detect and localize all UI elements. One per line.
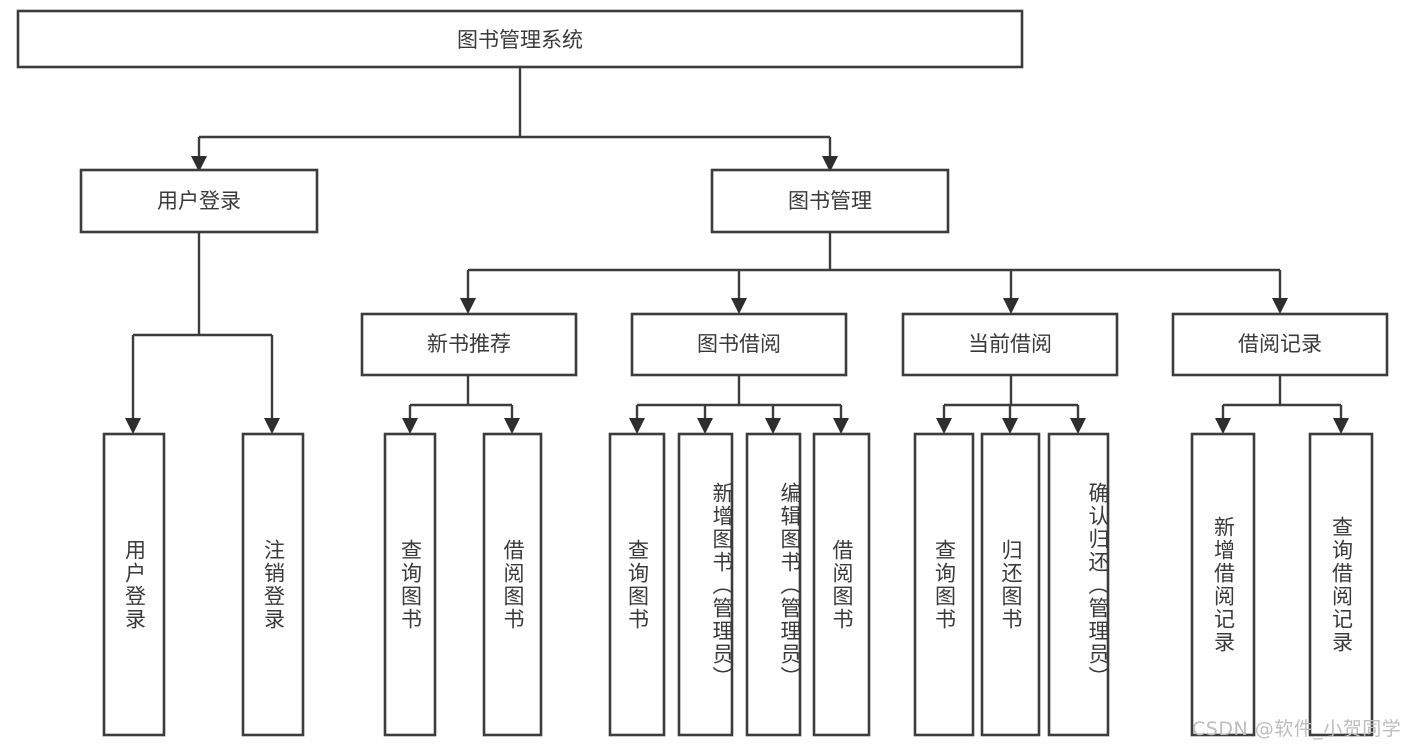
node-login[interactable]: 用户登录 (79, 168, 319, 234)
arrow-head-borrow (731, 298, 747, 314)
node-leaf13-box[interactable] (1308, 432, 1374, 737)
arrow-head-leaf3 (402, 418, 418, 434)
node-bookmgmt[interactable]: 图书管理 (710, 168, 950, 234)
arrow-head-leaf13 (1333, 418, 1349, 434)
node-leaf10-box[interactable] (980, 432, 1041, 737)
node-current-label: 当前借阅 (968, 332, 1052, 356)
arrow-head-bookmgmt (822, 156, 838, 172)
arrow-head-leaf5 (629, 418, 645, 434)
watermark-text: CSDN @软件_小贺同学 (1192, 718, 1402, 740)
connector-layer (125, 67, 1349, 434)
node-leaf11-box[interactable] (1047, 432, 1110, 737)
node-borrow-box[interactable] (630, 312, 848, 377)
node-newbook-box[interactable] (360, 312, 578, 377)
node-leaf4-box[interactable] (482, 432, 543, 737)
node-leaf7-box[interactable] (745, 432, 802, 737)
arrow-head-leaf4 (504, 418, 520, 434)
node-leaf1-box[interactable] (102, 432, 166, 737)
node-login-box[interactable] (79, 168, 319, 234)
arrow-head-newbook (460, 298, 476, 314)
arrow-head-leaf6 (697, 418, 713, 434)
node-leaf12-box[interactable] (1190, 432, 1256, 737)
node-layer: 图书管理系统 用户登录 图书管理 新书推荐 图书借阅 当前 (16, 9, 1389, 737)
node-borrow[interactable]: 图书借阅 (630, 312, 848, 377)
node-newbook-label: 新书推荐 (427, 332, 511, 356)
node-leaf5-box[interactable] (608, 432, 666, 737)
node-login-label: 用户登录 (157, 189, 241, 213)
arrow-head-login (191, 156, 207, 172)
node-root-label: 图书管理系统 (457, 28, 583, 52)
node-root[interactable]: 图书管理系统 (16, 9, 1024, 69)
arrow-head-current (1003, 298, 1019, 314)
arrow-head-leaf8 (833, 418, 849, 434)
arrow-head-leaf12 (1215, 418, 1231, 434)
arrow-head-leaf7 (765, 418, 781, 434)
arrow-head-leaf10 (1002, 418, 1018, 434)
arrow-head-record (1272, 298, 1288, 314)
node-bookmgmt-label: 图书管理 (788, 189, 872, 213)
node-leaf2-box[interactable] (241, 432, 305, 737)
node-record-label: 借阅记录 (1238, 332, 1322, 356)
arrow-head-leaf2 (264, 418, 280, 434)
node-bookmgmt-box[interactable] (710, 168, 950, 234)
node-leaf6-box[interactable] (677, 432, 734, 737)
node-current-box[interactable] (901, 312, 1119, 377)
node-newbook[interactable]: 新书推荐 (360, 312, 578, 377)
node-leaf3-box[interactable] (383, 432, 437, 737)
arrow-head-leaf9 (936, 418, 952, 434)
node-record-box[interactable] (1171, 312, 1389, 377)
node-current[interactable]: 当前借阅 (901, 312, 1119, 377)
node-borrow-label: 图书借阅 (697, 332, 781, 356)
arrow-head-leaf11 (1070, 418, 1086, 434)
node-leaf9-box[interactable] (913, 432, 975, 737)
node-leaf8-box[interactable] (812, 432, 871, 737)
node-record[interactable]: 借阅记录 (1171, 312, 1389, 377)
arrow-head-leaf1 (125, 418, 141, 434)
node-root-box[interactable] (16, 9, 1024, 69)
